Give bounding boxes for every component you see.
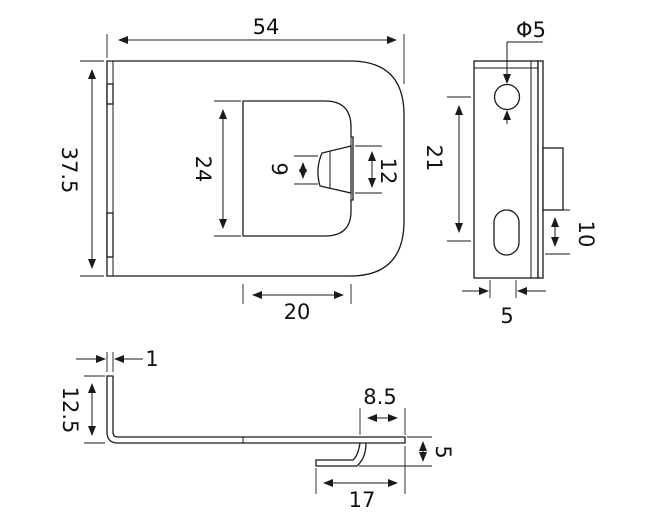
bottom-view: 1 12.5 8.5 5 17 (58, 347, 455, 512)
hole-spacing-label: 21 (422, 145, 446, 172)
front-edge-notch-bottom (106, 212, 114, 258)
offset-label: 5 (500, 304, 513, 328)
lip-height-label: 12.5 (58, 387, 82, 434)
width-dimension-label: 54 (253, 15, 280, 39)
front-window-cutout (242, 100, 354, 237)
side-view: Φ5 21 10 5 (422, 18, 598, 328)
window-width-label: 20 (284, 300, 311, 324)
window-height-label: 24 (191, 156, 215, 183)
mounting-slot (493, 209, 520, 256)
tab-inner-label: 9 (267, 162, 291, 175)
bracket-profile (106, 375, 406, 467)
foot-length-label: 17 (349, 488, 376, 512)
slot-height-label: 10 (574, 221, 598, 248)
height-dimension-label: 37.5 (57, 147, 81, 194)
side-tab-profile (542, 147, 564, 211)
front-view: 54 37.5 24 20 9 12 (57, 15, 405, 324)
side-edge-strip (537, 60, 544, 279)
hole-diameter-label: Φ5 (516, 18, 546, 42)
mounting-hole (493, 83, 521, 111)
front-edge-notch-top (106, 83, 114, 105)
step-height-label: 5 (431, 445, 455, 458)
tab-outer-label: 12 (376, 158, 400, 185)
step-length-label: 8.5 (363, 385, 396, 409)
front-hook-tab (317, 145, 352, 194)
thickness-label: 1 (145, 347, 158, 371)
